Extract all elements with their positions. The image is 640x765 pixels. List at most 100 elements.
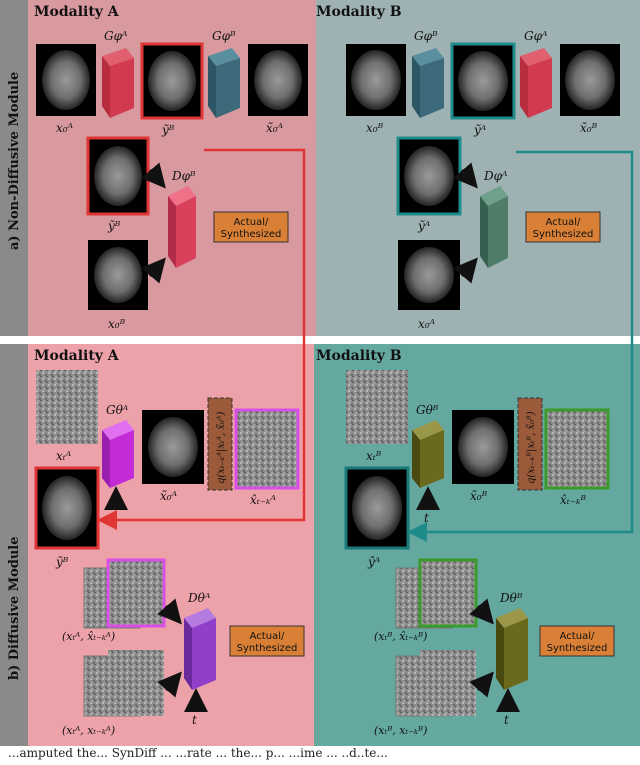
svg-text:Synthesized: Synthesized <box>221 229 282 240</box>
noise-xtA <box>36 370 98 444</box>
mri-cond-right <box>344 466 410 550</box>
svg-text:Actual/: Actual/ <box>250 631 285 642</box>
mri-xtildeB-right <box>560 44 620 116</box>
mri-disc-in1-left <box>86 136 150 216</box>
label-x0tildeB: x̃₀ᴮ <box>470 489 488 503</box>
label-pair1-right: (xₜᴮ, x̂ₜ₋ₖᴮ) <box>374 630 427 643</box>
discriminator-phiB-left <box>168 186 196 268</box>
arrow-pair1-right <box>469 598 494 625</box>
mri-disc-in1-right <box>396 136 462 216</box>
arrow-disc-in1-right <box>453 162 478 189</box>
label-cond-right: ŷᴬ <box>367 555 381 569</box>
svg-text:Synthesized: Synthesized <box>533 229 594 240</box>
mri-x0tildeA <box>142 410 204 484</box>
label-x0tildeA: x̃₀ᴬ <box>160 489 178 503</box>
badge-left-a: Actual/ Synthesized <box>213 211 289 243</box>
label-xhatB: x̂ₜ₋ₖᴮ <box>560 493 586 507</box>
label-disc-in2-right: x₀ᴬ <box>418 317 436 331</box>
mri-disc-in2-left <box>88 240 148 310</box>
label-t2-right: t <box>504 713 509 727</box>
label-disc-thetaA: Dθᴬ <box>187 591 211 605</box>
badge-left-b: Actual/ Synthesized <box>229 625 305 657</box>
label-pair2-left: (xₜᴬ, xₜ₋ₖᴬ) <box>62 724 115 737</box>
label-disc-thetaB: Dθᴮ <box>499 591 523 605</box>
label-xtA: xₜᴬ <box>56 449 72 463</box>
section-b-band <box>0 344 28 746</box>
arrow-teal-cross <box>407 150 634 542</box>
label-gen1-right: Gφᴮ <box>414 29 438 43</box>
arrow-red-cross <box>97 148 306 530</box>
mri-xtildeA-left <box>248 44 308 116</box>
section-b-left-title: Modality A <box>34 348 120 364</box>
noise-xhatB <box>544 408 610 490</box>
label-pair1-left: (xₜᴬ, x̂ₜ₋ₖᴬ) <box>62 630 115 643</box>
label-x0B: x₀ᴮ <box>366 121 384 135</box>
label-gen1-left: Gφᴬ <box>104 29 128 43</box>
noise-pair2-front-right <box>420 650 476 716</box>
mri-x0tildeB <box>452 410 514 484</box>
badge-right-a: Actual/ Synthesized <box>525 211 601 243</box>
label-ytildeA-right: ỹᴬ <box>473 123 487 137</box>
label-x0A: x₀ᴬ <box>56 121 74 135</box>
label-ytildeB-left: ỹᴮ <box>161 123 175 137</box>
generator-phiA-right <box>520 48 552 118</box>
posterior-box-left: q(xₜ₋ₖᴬ|xₜᴬ, x̃₀ᴬ) <box>207 397 233 491</box>
generator-phiB-left <box>208 48 240 118</box>
label-disc-right-a: Dφᴬ <box>483 169 508 183</box>
label-xhatA: x̂ₜ₋ₖᴬ <box>250 493 276 507</box>
label-disc-in1-right: ỹᴬ <box>417 219 431 233</box>
label-t2-left: t <box>192 713 197 727</box>
label-xtildeA-left: x̃₀ᴬ <box>266 121 284 135</box>
label-disc-in2-left: x₀ᴮ <box>108 317 126 331</box>
label-t-right: t <box>424 511 429 525</box>
svg-text:Actual/: Actual/ <box>560 631 595 642</box>
label-gen-thetaA: Gθᴬ <box>106 403 129 417</box>
label-pair2-right: (xₜᴮ, xₜ₋ₖᴮ) <box>374 724 427 737</box>
noise-pair1-front-right <box>418 558 478 628</box>
figure-caption: ...amputed the... SynDiff ... ...rate ..… <box>8 746 388 760</box>
svg-text:Actual/: Actual/ <box>546 217 581 228</box>
arrow-disc-in2-left <box>141 257 166 284</box>
arrow-pair2-right <box>469 671 494 698</box>
noise-xtB <box>346 370 408 444</box>
mri-ytildeA-right <box>450 42 516 120</box>
generator-phiB-right <box>412 48 444 118</box>
section-b-right-title: Modality B <box>316 348 402 364</box>
mri-disc-in2-right <box>398 240 460 310</box>
svg-text:Synthesized: Synthesized <box>547 643 608 654</box>
mri-cond-left <box>34 466 100 550</box>
section-a-left-title: Modality A <box>34 4 120 20</box>
label-disc-left-a: Dφᴮ <box>171 169 196 183</box>
label-xtildeB-right: x̃₀ᴮ <box>580 121 598 135</box>
label-xtB: xₜᴮ <box>366 449 382 463</box>
label-gen2-right: Gφᴬ <box>524 29 548 43</box>
svg-text:q(xₜ₋ₖᴮ|xₜᴮ, x̃₀ᴮ): q(xₜ₋ₖᴮ|xₜᴮ, x̃₀ᴮ) <box>526 411 537 484</box>
generator-phiA-left <box>102 48 134 118</box>
section-a-right-title: Modality B <box>316 4 402 20</box>
mri-x0B <box>346 44 406 116</box>
mri-ytildeB-left <box>140 42 204 120</box>
label-t-left: t <box>112 511 117 525</box>
arrow-disc-in1-left <box>141 162 166 189</box>
generator-thetaA <box>102 420 134 488</box>
svg-text:Synthesized: Synthesized <box>237 643 298 654</box>
noise-xhatA <box>234 408 300 490</box>
label-gen2-left: Gφᴮ <box>212 29 236 43</box>
generator-thetaB <box>412 420 444 488</box>
label-cond-left: ỹᴮ <box>55 555 69 569</box>
badge-right-b: Actual/ Synthesized <box>539 625 615 657</box>
svg-text:Actual/: Actual/ <box>234 217 269 228</box>
discriminator-phiA-right <box>480 186 508 268</box>
svg-text:q(xₜ₋ₖᴬ|xₜᴬ, x̃₀ᴬ): q(xₜ₋ₖᴬ|xₜᴬ, x̃₀ᴬ) <box>216 412 227 484</box>
discriminator-thetaA <box>184 608 216 690</box>
mri-x0A <box>36 44 96 116</box>
label-disc-in1-left: ỹᴮ <box>107 219 121 233</box>
discriminator-thetaB <box>496 608 528 690</box>
noise-pair1-front-left <box>106 558 166 628</box>
label-gen-thetaB: Gθᴮ <box>416 403 439 417</box>
arrow-disc-in2-right <box>453 257 478 284</box>
section-a-band <box>0 0 28 336</box>
arrow-pair2-left <box>157 671 182 698</box>
arrow-pair1-left <box>157 598 182 625</box>
